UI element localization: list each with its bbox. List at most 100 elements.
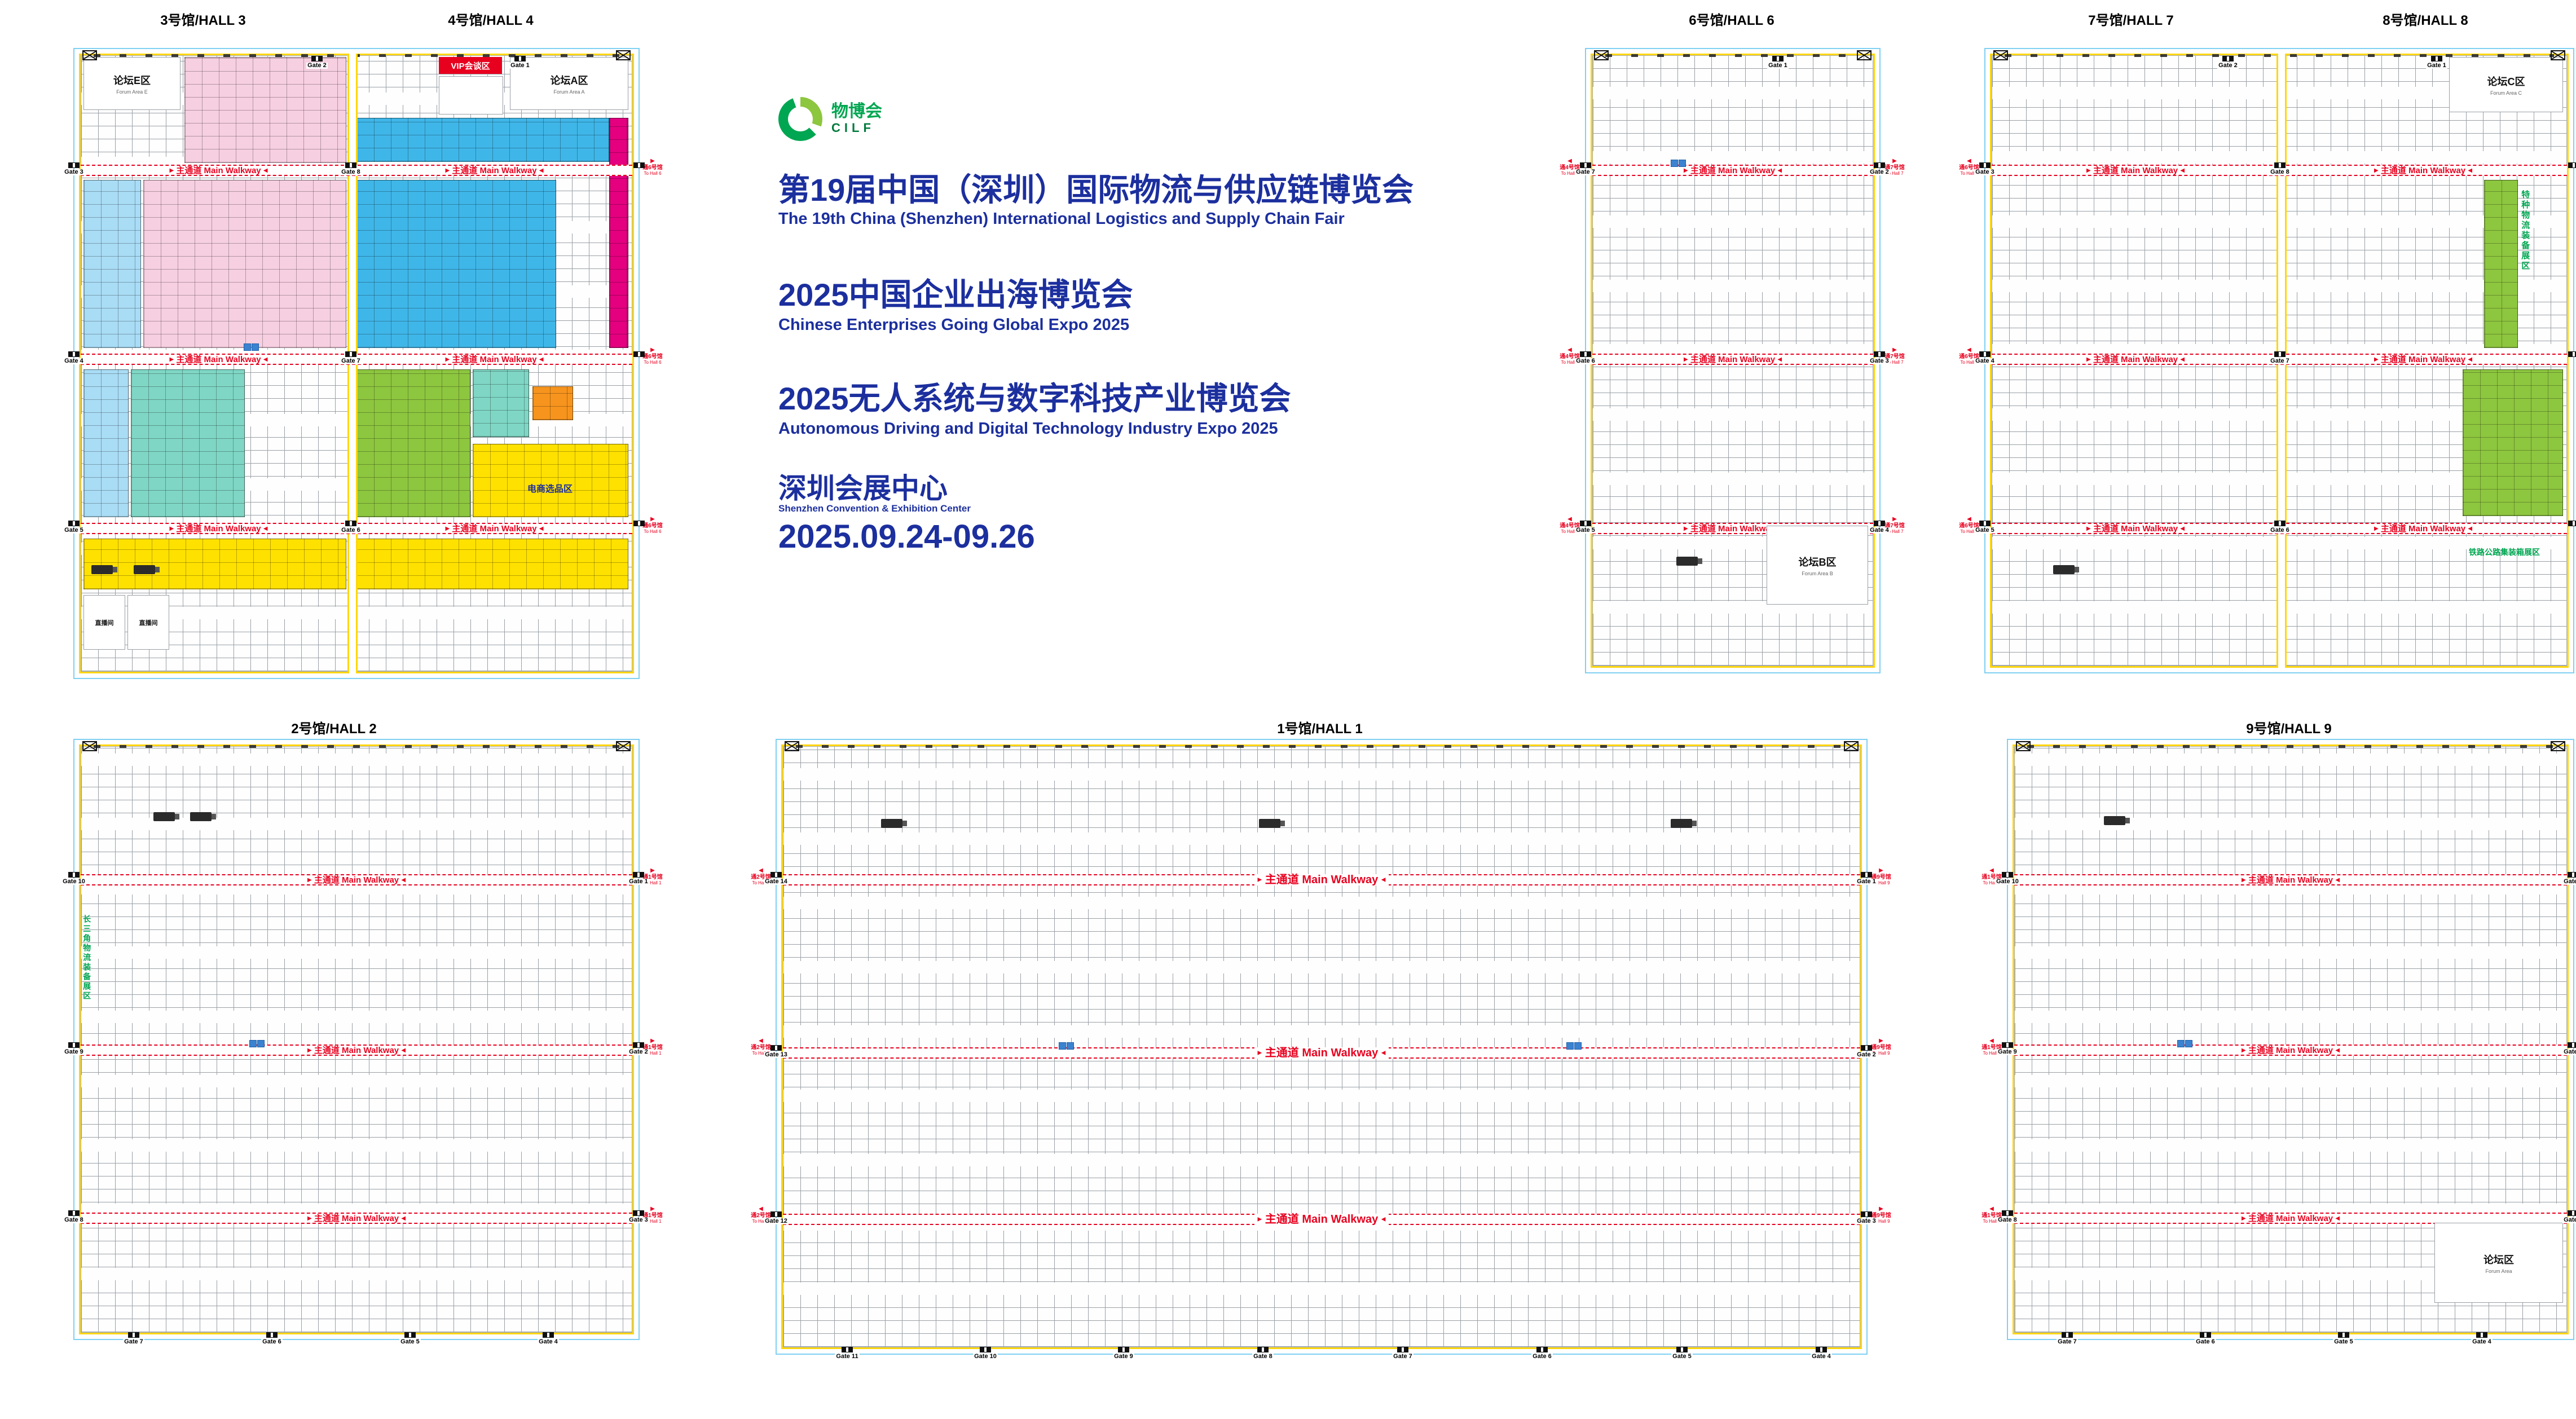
dock-doors <box>796 745 1847 748</box>
zone-lightblue <box>83 369 129 517</box>
gate-10: Gate 10 <box>59 872 89 885</box>
forum-cn-label: 论坛区 <box>2483 1254 2514 1266</box>
main-walkway: ▶ 主通道 Main Walkway ◀ <box>81 1045 632 1056</box>
zone-blue <box>356 118 609 162</box>
gate-icon <box>770 1045 782 1051</box>
walkway-label: ▶ 主通道 Main Walkway ◀ <box>1680 354 1786 364</box>
walkway-text: 主通道 Main Walkway <box>2093 523 2178 534</box>
connector-cn: 通6号馆 <box>1959 522 1979 529</box>
connector-cn: 通9号馆 <box>1871 874 1891 880</box>
walkway-text: 主通道 Main Walkway <box>314 1045 399 1055</box>
gate-label: Gate 4 <box>1811 1353 1832 1360</box>
arrow-icon: ▶ <box>1892 158 1897 164</box>
service-point-icon <box>249 1040 257 1047</box>
service-point-icon <box>1671 160 1678 167</box>
gate-icon <box>633 351 645 357</box>
connector-cn: 通7号馆 <box>1884 522 1905 529</box>
connector-en: To Hall 6 <box>1960 171 1978 176</box>
special-logistics-zone-label: 特种物流装备展区 <box>2520 190 2530 271</box>
truck-icon <box>881 819 907 828</box>
gate-5: Gate 5 <box>59 521 89 534</box>
gate-label: Gate 6 <box>1575 358 1596 364</box>
gate-label: Gate 8 <box>340 169 362 175</box>
zone-pink <box>184 57 346 163</box>
expo2-title-cn: 2025中国企业出海博览会 <box>778 277 1133 312</box>
truck-icon <box>1671 819 1697 828</box>
gate-5: Gate 5 <box>2328 1332 2359 1345</box>
gate-icon <box>2568 351 2576 357</box>
gate-icon <box>1580 521 1591 526</box>
stairs-icon <box>1844 741 1859 751</box>
booth-grid <box>783 746 1860 1347</box>
gate-label: Gate 5 <box>63 527 85 534</box>
walkway-text: 主通道 Main Walkway <box>1690 354 1776 364</box>
arrow-icon: ▶ <box>2086 525 2091 532</box>
arrow-icon: ▶ <box>2374 525 2379 532</box>
walkway-text: 主通道 Main Walkway <box>1265 1047 1379 1059</box>
walkway-text: 主通道 Main Walkway <box>1265 874 1379 886</box>
forum-en-label: Forum Area C <box>2490 90 2522 96</box>
gate-icon <box>1816 1347 1827 1352</box>
zone-green <box>2463 369 2563 516</box>
arrow-icon: ▶ <box>650 347 655 353</box>
gate-label: Gate 6 <box>340 527 362 534</box>
service-point-icon <box>2185 1040 2192 1047</box>
connector-en: To Hall 6 <box>644 171 662 176</box>
gate-label: Gate 10 <box>973 1353 998 1360</box>
arrow-icon: ▶ <box>1879 1206 1883 1212</box>
forum-cn-label: 论坛C区 <box>2487 76 2525 87</box>
logo-en-text: CILF <box>831 121 875 135</box>
gate-label: Gate 7 <box>2269 358 2291 364</box>
gate-10: Gate 10 <box>1992 872 2023 885</box>
gate-label: Gate 5 <box>399 1338 421 1345</box>
gate-icon <box>1580 162 1591 168</box>
gate-8: Gate 8 <box>2265 162 2295 175</box>
walkway-text: 主通道 Main Walkway <box>452 165 537 175</box>
service-point-icon <box>244 343 251 351</box>
truck-icon <box>2104 816 2130 825</box>
expo3-title-cn: 2025无人系统与数字科技产业博览会 <box>778 381 1291 416</box>
logo-cn-text: 物博会 <box>831 102 882 121</box>
gate-icon <box>1874 351 1885 357</box>
connector-en: To Hall 1 <box>1983 880 2001 885</box>
service-point-icon <box>1059 1042 1066 1050</box>
arrow-icon: ▶ <box>1257 876 1262 883</box>
gate-label: Gate 2 <box>306 62 328 69</box>
arrow-icon: ◀ <box>1967 347 1971 353</box>
gate-icon <box>2274 521 2286 526</box>
gate-2: Gate 2 <box>302 56 332 69</box>
truck-icon <box>91 565 117 574</box>
arrow-icon: ▶ <box>1683 167 1688 174</box>
stairs-icon <box>1993 50 2008 60</box>
gate-2: Gate 2 <box>623 1042 654 1055</box>
stairs-icon <box>2551 741 2565 751</box>
walkway-label: ▶ 主通道 Main Walkway ◀ <box>1254 1214 1389 1225</box>
walkway-text: 主通道 Main Walkway <box>452 523 537 534</box>
gate-1: Gate 1 <box>1851 872 1882 885</box>
gate-6: Gate 6 <box>2265 521 2295 534</box>
gate-label: Gate 6 <box>2195 1338 2216 1345</box>
gate-4: Gate 4 <box>59 351 89 364</box>
arrow-icon: ◀ <box>2468 167 2473 174</box>
forum-area-b: 论坛B区 Forum Area B <box>1767 526 1868 605</box>
truck-icon <box>153 812 179 821</box>
arrow-icon: ◀ <box>263 525 268 532</box>
main-walkway: ▶ 主通道 Main Walkway ◀ <box>2014 1213 2567 1224</box>
event-title-en: The 19th China (Shenzhen) International … <box>778 210 1345 228</box>
gate-icon <box>68 162 80 168</box>
gate-label: Gate 6 <box>261 1338 283 1345</box>
walkway-text: 主通道 Main Walkway <box>1690 523 1776 534</box>
gate-icon <box>770 872 782 878</box>
hall-7-title: 7号馆/HALL 7 <box>2088 13 2174 28</box>
service-point-icon <box>257 1040 265 1047</box>
gate-label: Gate 14 <box>764 878 789 885</box>
logo-text: 物博会 CILF <box>831 102 882 135</box>
gate-icon <box>633 872 644 878</box>
arrow-icon: ◀ <box>759 867 763 874</box>
connector-cn: 通1号馆 <box>642 1212 663 1219</box>
gate-icon <box>842 1347 853 1352</box>
